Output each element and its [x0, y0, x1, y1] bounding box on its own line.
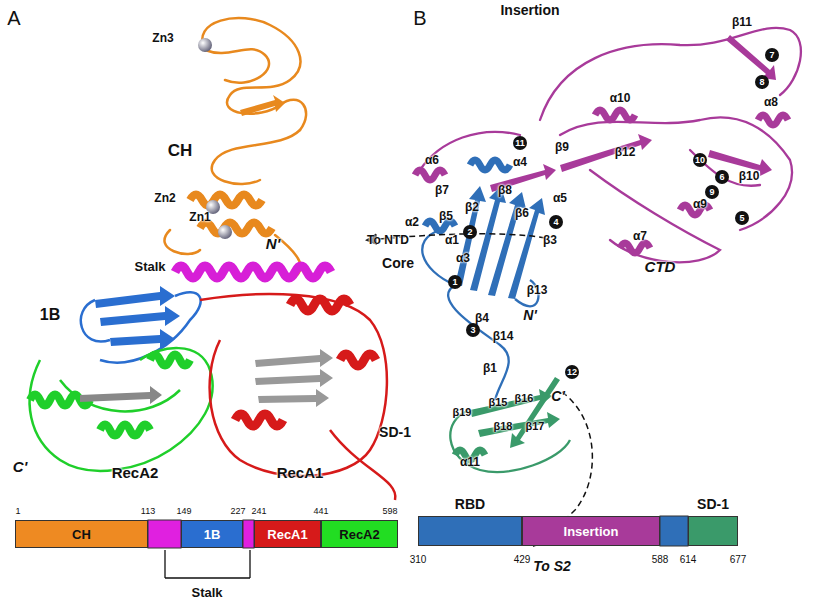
disulfide-number: 5: [735, 211, 749, 225]
structure-label: α4: [513, 156, 527, 168]
domain-name: RecA2: [339, 527, 379, 542]
structure-label: β10: [739, 170, 760, 182]
structure-label: β13: [527, 284, 548, 296]
structure-label: α2: [405, 216, 419, 228]
structure-label: Core: [382, 256, 414, 270]
residue-number: 113: [141, 507, 155, 516]
structure-label: β5: [439, 210, 453, 222]
structure-label: α11: [460, 456, 480, 468]
domain-name: CH: [72, 527, 91, 542]
structure-label: α7: [633, 230, 647, 242]
residue-number: 614: [680, 555, 697, 565]
structure-label: β18: [494, 421, 513, 432]
structure-label: A: [7, 8, 20, 28]
domain-segment: RecA2: [321, 520, 398, 548]
structure-label: β12: [615, 146, 636, 158]
residue-number: 310: [410, 555, 427, 565]
structure-label: RecA1: [277, 465, 324, 480]
structure-label: N': [523, 308, 536, 322]
structure-label: β19: [453, 407, 472, 418]
residue-number: 227: [230, 507, 245, 516]
structure-label: β2: [465, 201, 479, 213]
structure-label: α1: [445, 234, 459, 246]
structure-label: α3: [456, 252, 470, 264]
disulfide-number: 8: [755, 75, 769, 89]
disulfide-number: 4: [549, 215, 563, 229]
structure-label: β3: [543, 234, 557, 246]
domain-name: SD-1: [697, 496, 729, 512]
structure-label: β16: [515, 393, 534, 404]
structure-label: β7: [435, 184, 449, 196]
disulfide-number: 1: [448, 275, 462, 289]
structure-label: α10: [610, 92, 631, 104]
structure-label: α9: [693, 198, 707, 210]
domain-name: RecA1: [267, 527, 307, 542]
structure-label: β17: [526, 421, 545, 432]
structure-label: β8: [498, 184, 512, 196]
structure-label: β6: [515, 207, 529, 219]
structure-label: C': [13, 459, 27, 474]
structure-label: C': [551, 389, 564, 403]
structure-label: N': [266, 236, 280, 251]
structure-label: CTD: [645, 259, 676, 274]
structure-label: CH: [168, 142, 193, 159]
domain-name: RBD: [455, 496, 485, 512]
domain-segment: Insertion: [522, 516, 660, 546]
disulfide-number: 6: [715, 170, 729, 184]
disulfide-number: 11: [513, 136, 527, 150]
domain-segment: RBD: [418, 516, 522, 546]
disulfide-number: 2: [463, 225, 477, 239]
residue-number: 429: [514, 555, 531, 565]
residue-number: 441: [313, 507, 328, 516]
structure-label: β1: [483, 362, 497, 374]
residue-number: 588: [652, 555, 669, 565]
residue-number: 149: [176, 507, 191, 516]
domain-segment: CH: [15, 520, 148, 548]
residue-number: 1: [15, 507, 20, 516]
structure-label: Zn1: [189, 211, 210, 223]
structure-label: α6: [425, 154, 439, 166]
structure-label: Insertion: [500, 3, 559, 17]
structure-label: RecA2: [112, 465, 159, 480]
residue-number: 241: [251, 507, 266, 516]
structure-label: β4: [475, 312, 489, 324]
structure-label: Zn2: [154, 192, 175, 204]
disulfide-number: 3: [466, 323, 480, 337]
disulfide-number: 9: [705, 185, 719, 199]
structure-label: β9: [555, 141, 569, 153]
domain-segment: 1B: [181, 520, 243, 548]
domain-segment: SD-1: [688, 516, 738, 546]
structure-label: α5: [553, 192, 567, 204]
structure-label: β14: [493, 330, 514, 342]
structure-label: Stalk: [191, 586, 222, 599]
residue-number: 598: [382, 507, 397, 516]
structure-label: Zn3: [152, 32, 173, 44]
structure-label: B: [413, 8, 426, 28]
structure-label: β11: [732, 16, 752, 28]
disulfide-number: 10: [693, 153, 707, 167]
structure-label: To NTD: [367, 234, 409, 246]
structure-label: Stalk: [134, 260, 165, 273]
disulfide-number: 7: [765, 48, 779, 62]
domain-segment: RecA1: [254, 520, 321, 548]
domain-name: 1B: [204, 527, 221, 542]
structure-label: β15: [489, 397, 508, 408]
structure-label: α8: [764, 96, 778, 108]
structure-label: 1B: [40, 307, 60, 323]
disulfide-number: 12: [565, 365, 579, 379]
residue-number: 677: [730, 555, 747, 565]
domain-name: Insertion: [564, 524, 619, 539]
structure-label: To S2: [533, 559, 571, 573]
structure-label: SD-1: [379, 425, 411, 439]
